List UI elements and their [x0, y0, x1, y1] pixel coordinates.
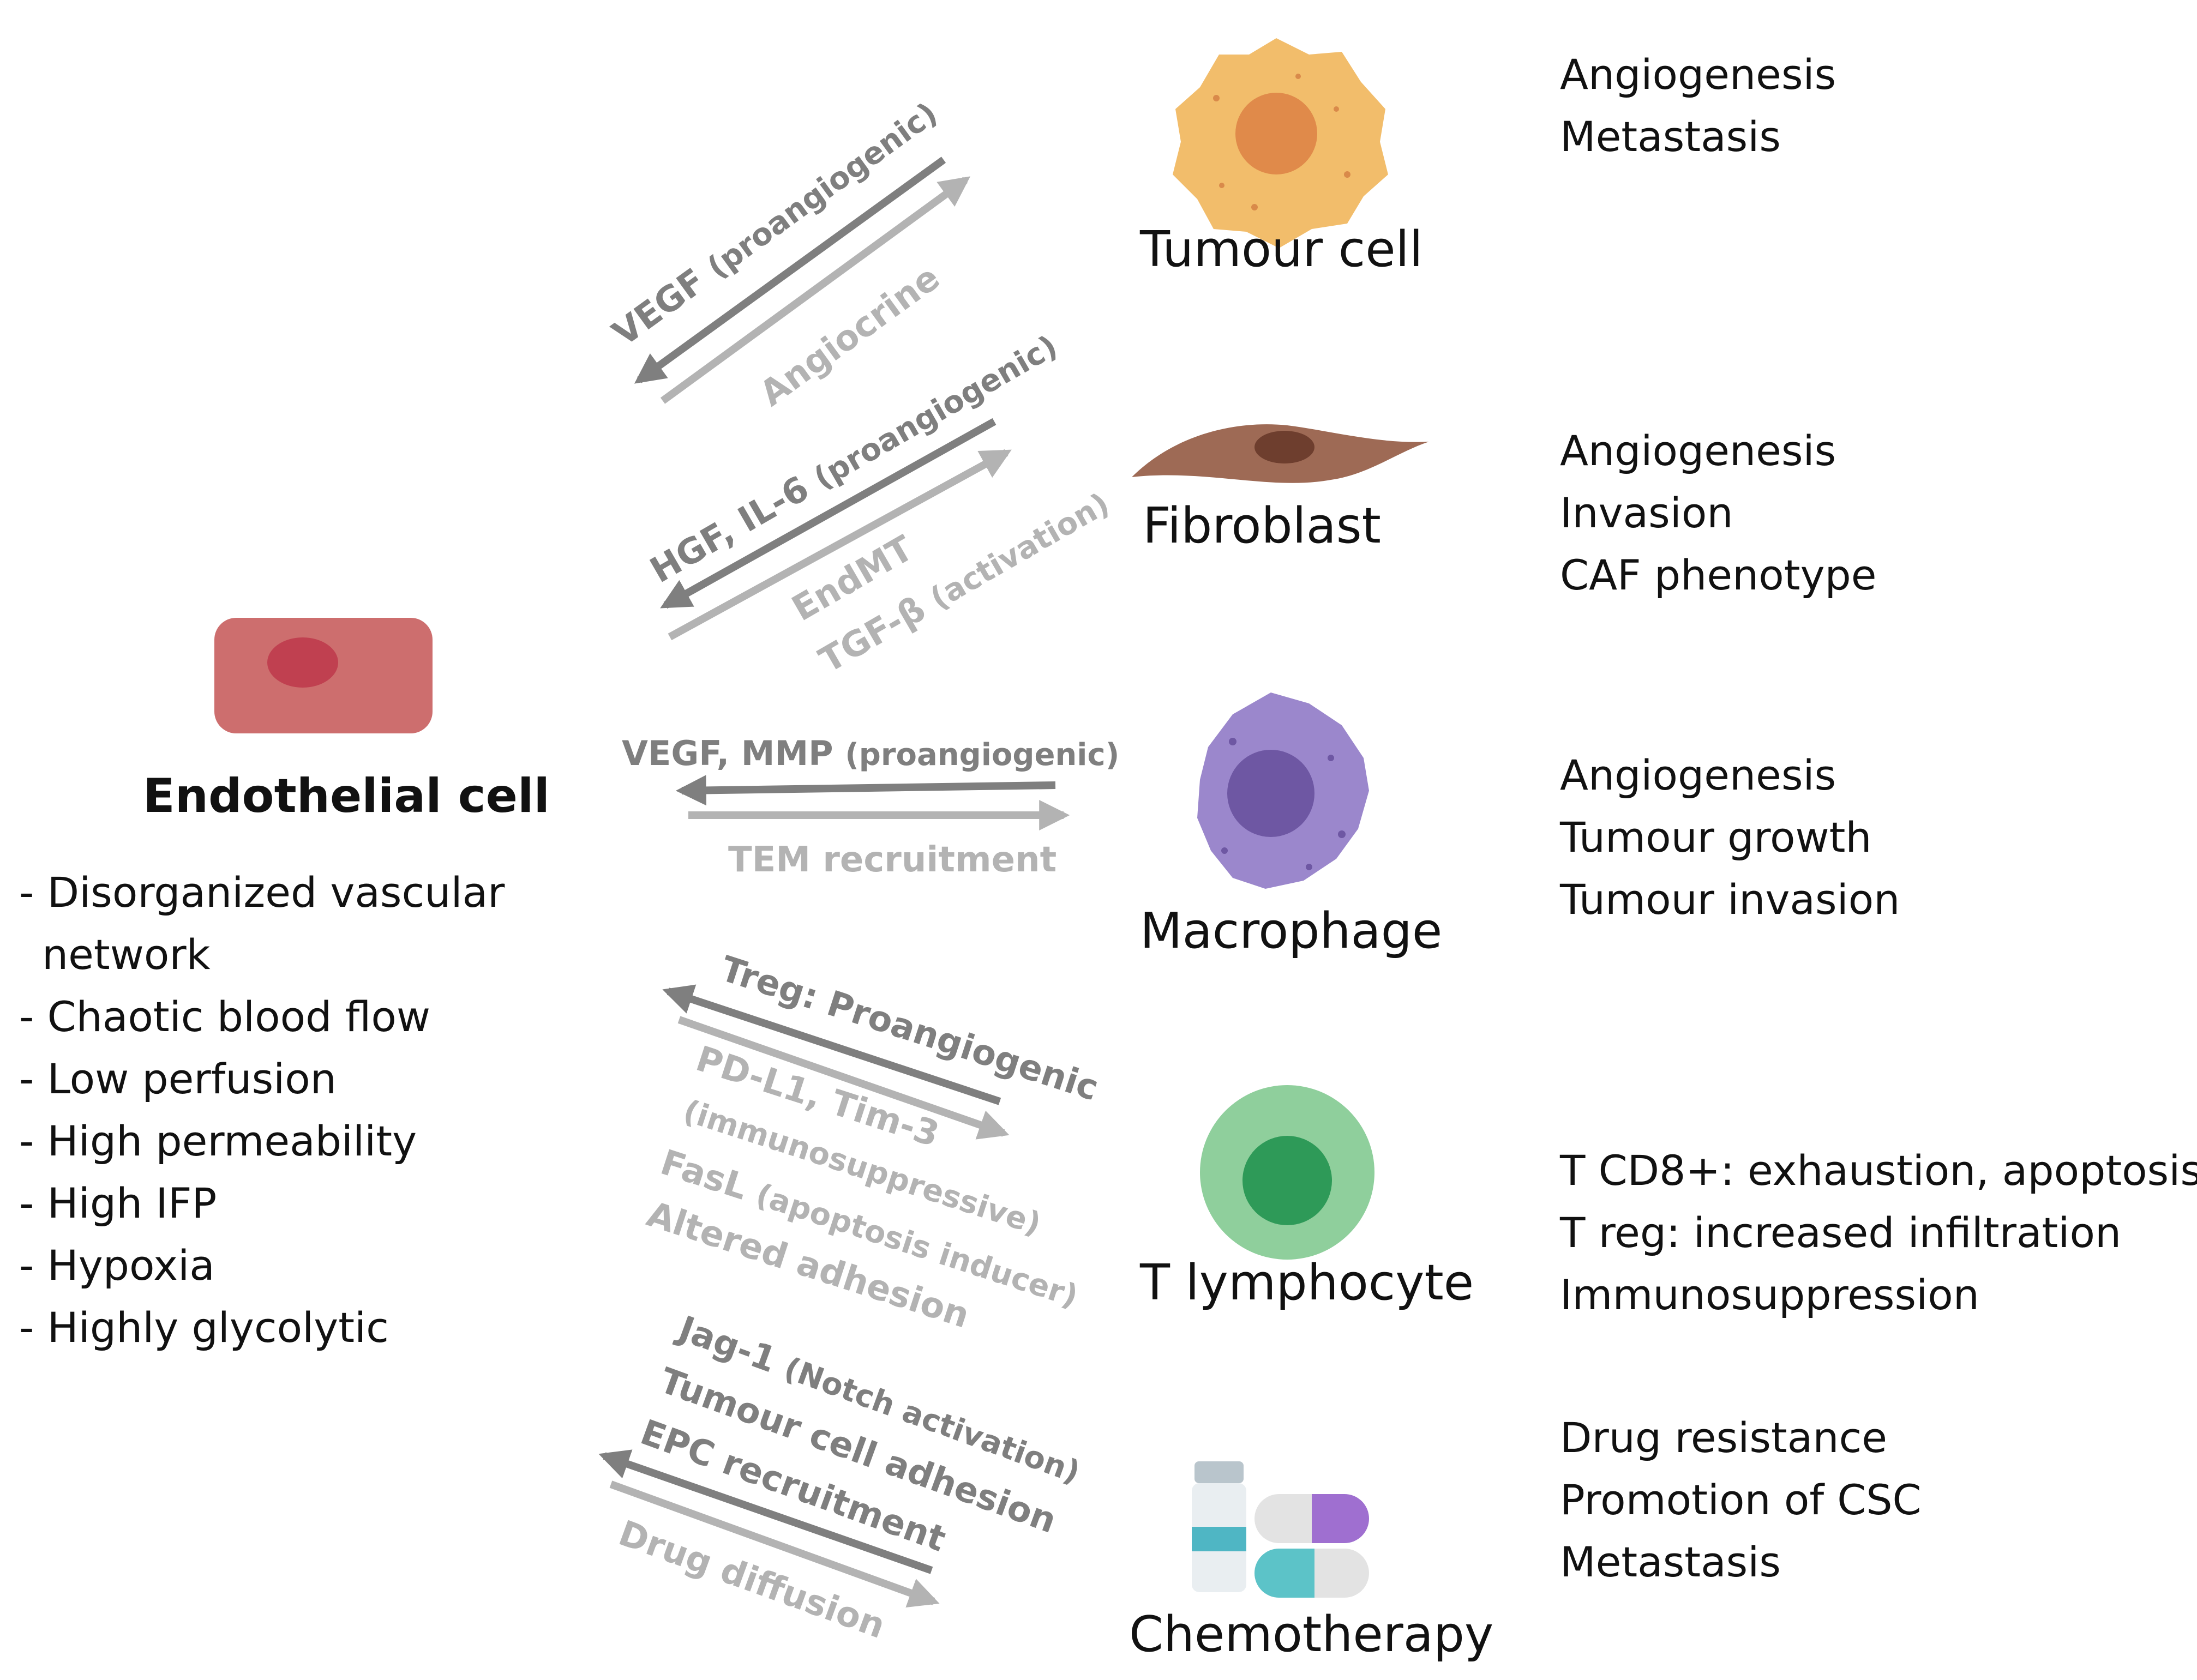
property-item: - Hypoxia	[19, 1241, 215, 1290]
arrow-macro-in	[675, 775, 1056, 806]
macro-out-label: TEM recruitment	[728, 840, 1057, 880]
arrow-tumour-out	[660, 176, 971, 404]
outcome-item: T reg: increased infiltration	[1560, 1208, 2122, 1257]
arrow-fibro-out	[668, 449, 1012, 641]
arrow-tlym-out	[677, 1016, 1010, 1140]
tumour-cell-label: Tumour cell	[1140, 221, 1423, 278]
outcome-item: Tumour growth	[1560, 813, 1872, 862]
arrow-fibro-in	[660, 418, 997, 609]
arrow-chemo-out	[609, 1480, 940, 1608]
chemotherapy-outcomes: Drug resistance Promotion of CSC Metasta…	[1560, 1407, 1922, 1593]
endothelial-cell-title: Endothelial cell	[143, 769, 550, 823]
chemotherapy-icon	[1192, 1461, 1369, 1598]
macro-in-label: VEGF, MMP (proangiogenic)	[622, 733, 1120, 773]
arrow-tlym-in	[662, 984, 1001, 1105]
outcome-item: T CD8+: exhaustion, apoptosis	[1560, 1146, 2197, 1195]
outcome-item: Metastasis	[1560, 1538, 1781, 1586]
macrophage-icon	[1197, 693, 1369, 889]
arrow-chemo-in	[598, 1449, 933, 1574]
property-item: - Low perfusion	[19, 1055, 337, 1103]
outcome-item: Angiogenesis	[1560, 50, 1836, 99]
macrophage-outcomes: Angiogenesis Tumour growth Tumour invasi…	[1560, 744, 1900, 931]
fibroblast-outcomes: Angiogenesis Invasion CAF phenotype	[1560, 420, 1877, 606]
t-lymphocyte-outcomes: T CD8+: exhaustion, apoptosis T reg: inc…	[1560, 1140, 2197, 1326]
property-item: - Highly glycolytic	[19, 1303, 389, 1352]
outcome-item: Metastasis	[1560, 112, 1781, 161]
chemotherapy-label: Chemotherapy	[1129, 1606, 1494, 1663]
property-item: network	[42, 930, 211, 979]
endothelial-cell-icon	[214, 618, 433, 733]
arrow-tumour-in	[634, 156, 946, 384]
t-lymphocyte-icon	[1200, 1085, 1374, 1260]
outcome-item: Drug resistance	[1560, 1413, 1888, 1462]
fibroblast-icon	[1132, 424, 1429, 483]
outcome-item: Tumour invasion	[1560, 875, 1900, 924]
t-lymphocyte-label: T lymphocyte	[1140, 1254, 1474, 1311]
endothelial-properties: - Disorganized vascular network - Chaoti…	[19, 862, 505, 1359]
property-item: - Chaotic blood flow	[19, 992, 431, 1041]
outcome-item: Invasion	[1560, 489, 1733, 537]
fibroblast-label: Fibroblast	[1143, 497, 1381, 555]
outcome-item: Angiogenesis	[1560, 426, 1836, 475]
property-item: - High IFP	[19, 1179, 217, 1227]
property-item: - Disorganized vascular	[19, 868, 505, 917]
tumour-outcomes: Angiogenesis Metastasis	[1560, 44, 1836, 168]
outcome-item: Immunosuppression	[1560, 1270, 1979, 1319]
tumour-cell-icon	[1173, 38, 1388, 248]
outcome-item: Promotion of CSC	[1560, 1476, 1922, 1524]
outcome-item: CAF phenotype	[1560, 551, 1877, 599]
macrophage-label: Macrophage	[1140, 902, 1443, 960]
property-item: - High permeability	[19, 1117, 417, 1165]
outcome-item: Angiogenesis	[1560, 751, 1836, 799]
